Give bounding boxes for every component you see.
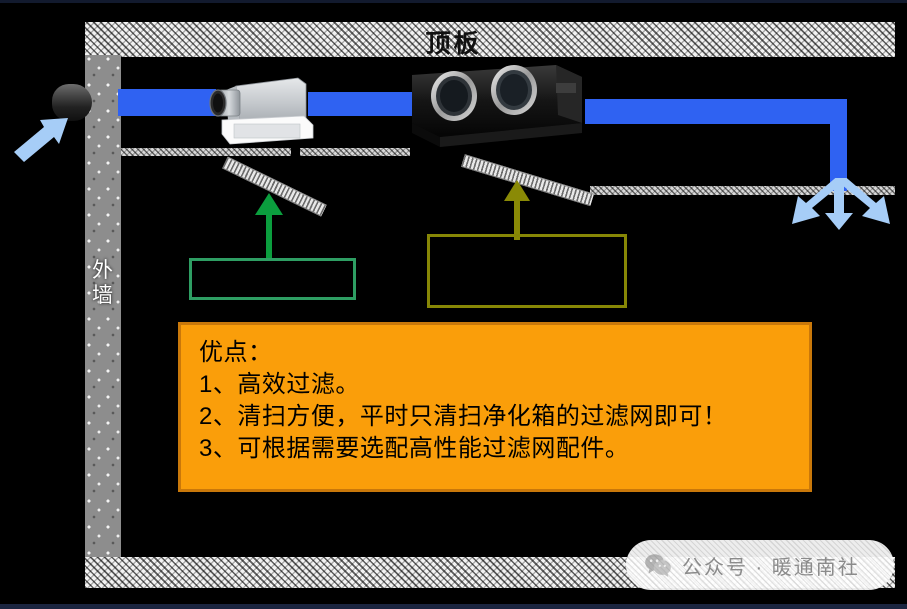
duct-drop-riser (830, 99, 847, 191)
advantages-item-3: 3、可根据需要选配高性能过滤网配件。 (199, 435, 630, 462)
supply-arrow-right (836, 178, 890, 224)
exterior-wall-label: 外墙 (92, 259, 114, 307)
advantages-panel: 优点： 1、高效过滤。 2、清扫方便，平时只清扫净化箱的过滤网即可！ 3、可根据… (178, 322, 812, 492)
watermark-text: 公众号 · 暖通南社 (682, 556, 860, 579)
ceiling-slab (85, 22, 895, 57)
olive-callout-label (430, 237, 624, 247)
fresh-air-intake-arrow (14, 118, 68, 162)
ceiling-soffit-left (121, 148, 291, 156)
wechat-icon (645, 554, 671, 577)
olive-callout-arrowhead (504, 180, 530, 201)
ceiling-label: 顶板 (425, 30, 482, 58)
ceiling-soffit-right (590, 186, 895, 195)
duct-segment-intake (118, 89, 216, 116)
supply-arrow-down (825, 180, 853, 230)
heat-recovery-ventilator (412, 65, 582, 147)
olive-callout-box[interactable] (427, 234, 627, 308)
advantages-heading: 优点： (199, 339, 273, 366)
ceiling-purification-box (209, 77, 314, 145)
duct-segment-supply (585, 99, 835, 124)
supply-arrow-left (792, 178, 846, 224)
exterior-wall (85, 55, 121, 559)
olive-callout-stem (514, 195, 520, 240)
duct-segment-middle (308, 92, 413, 116)
wall-intake-cap (52, 84, 92, 121)
advantages-item-1: 1、高效过滤。 (199, 371, 360, 398)
advantages-item-2: 2、清扫方便，平时只清扫净化箱的过滤网即可！ (199, 403, 728, 430)
green-callout-label (192, 261, 353, 271)
green-callout-arrowhead (255, 193, 283, 215)
watermark-badge: 公众号 · 暖通南社 (626, 540, 894, 590)
green-callout-box[interactable] (189, 258, 356, 300)
green-callout-stem (266, 205, 272, 261)
ceiling-soffit-mid (300, 148, 410, 156)
